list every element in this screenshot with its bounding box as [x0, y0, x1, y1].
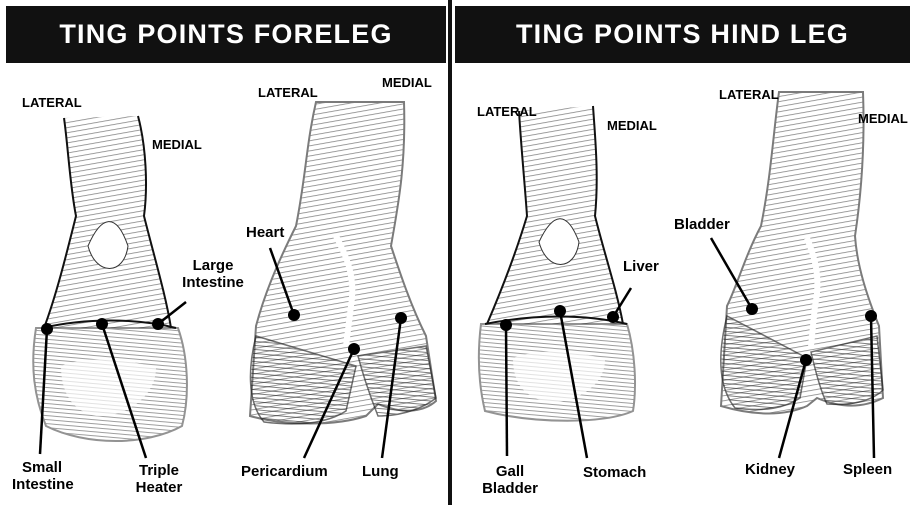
triple-heater-label: Triple Heater	[124, 462, 194, 496]
small-intestine-label: Small Intestine	[12, 459, 72, 493]
lung-label: Lung	[362, 463, 399, 480]
hindleg-side-medial-label: MEDIAL	[858, 110, 908, 127]
hindleg-front-drawing	[479, 106, 635, 421]
kidney-label: Kidney	[745, 461, 795, 478]
hindleg-front-medial-label: MEDIAL	[607, 117, 657, 134]
foreleg-side-medial-label: MEDIAL	[382, 74, 432, 91]
foreleg-front-drawing	[33, 116, 187, 441]
foreleg-front-medial-label: MEDIAL	[152, 136, 202, 153]
spleen-label: Spleen	[843, 461, 892, 478]
foreleg-illustration	[6, 6, 446, 505]
gall-bladder-label: Gall Bladder	[479, 463, 541, 497]
hindleg-illustration	[455, 6, 910, 505]
panel-divider	[448, 0, 452, 505]
pericardium-label: Pericardium	[241, 463, 328, 480]
liver-label: Liver	[623, 258, 659, 275]
foreleg-front-lateral-label: LATERAL	[22, 94, 82, 111]
hindleg-side-lateral-label: LATERAL	[719, 86, 779, 103]
foreleg-panel: TING POINTS FORELEG	[6, 6, 446, 505]
hindleg-side-drawing	[721, 92, 883, 414]
stomach-label: Stomach	[583, 464, 646, 481]
foreleg-side-lateral-label: LATERAL	[258, 84, 318, 101]
hindleg-panel: TING POINTS HIND LEG	[455, 6, 910, 505]
large-intestine-label: Large Intestine	[174, 257, 252, 291]
heart-label: Heart	[246, 224, 284, 241]
hindleg-front-lateral-label: LATERAL	[477, 103, 537, 120]
bladder-label: Bladder	[674, 216, 730, 233]
